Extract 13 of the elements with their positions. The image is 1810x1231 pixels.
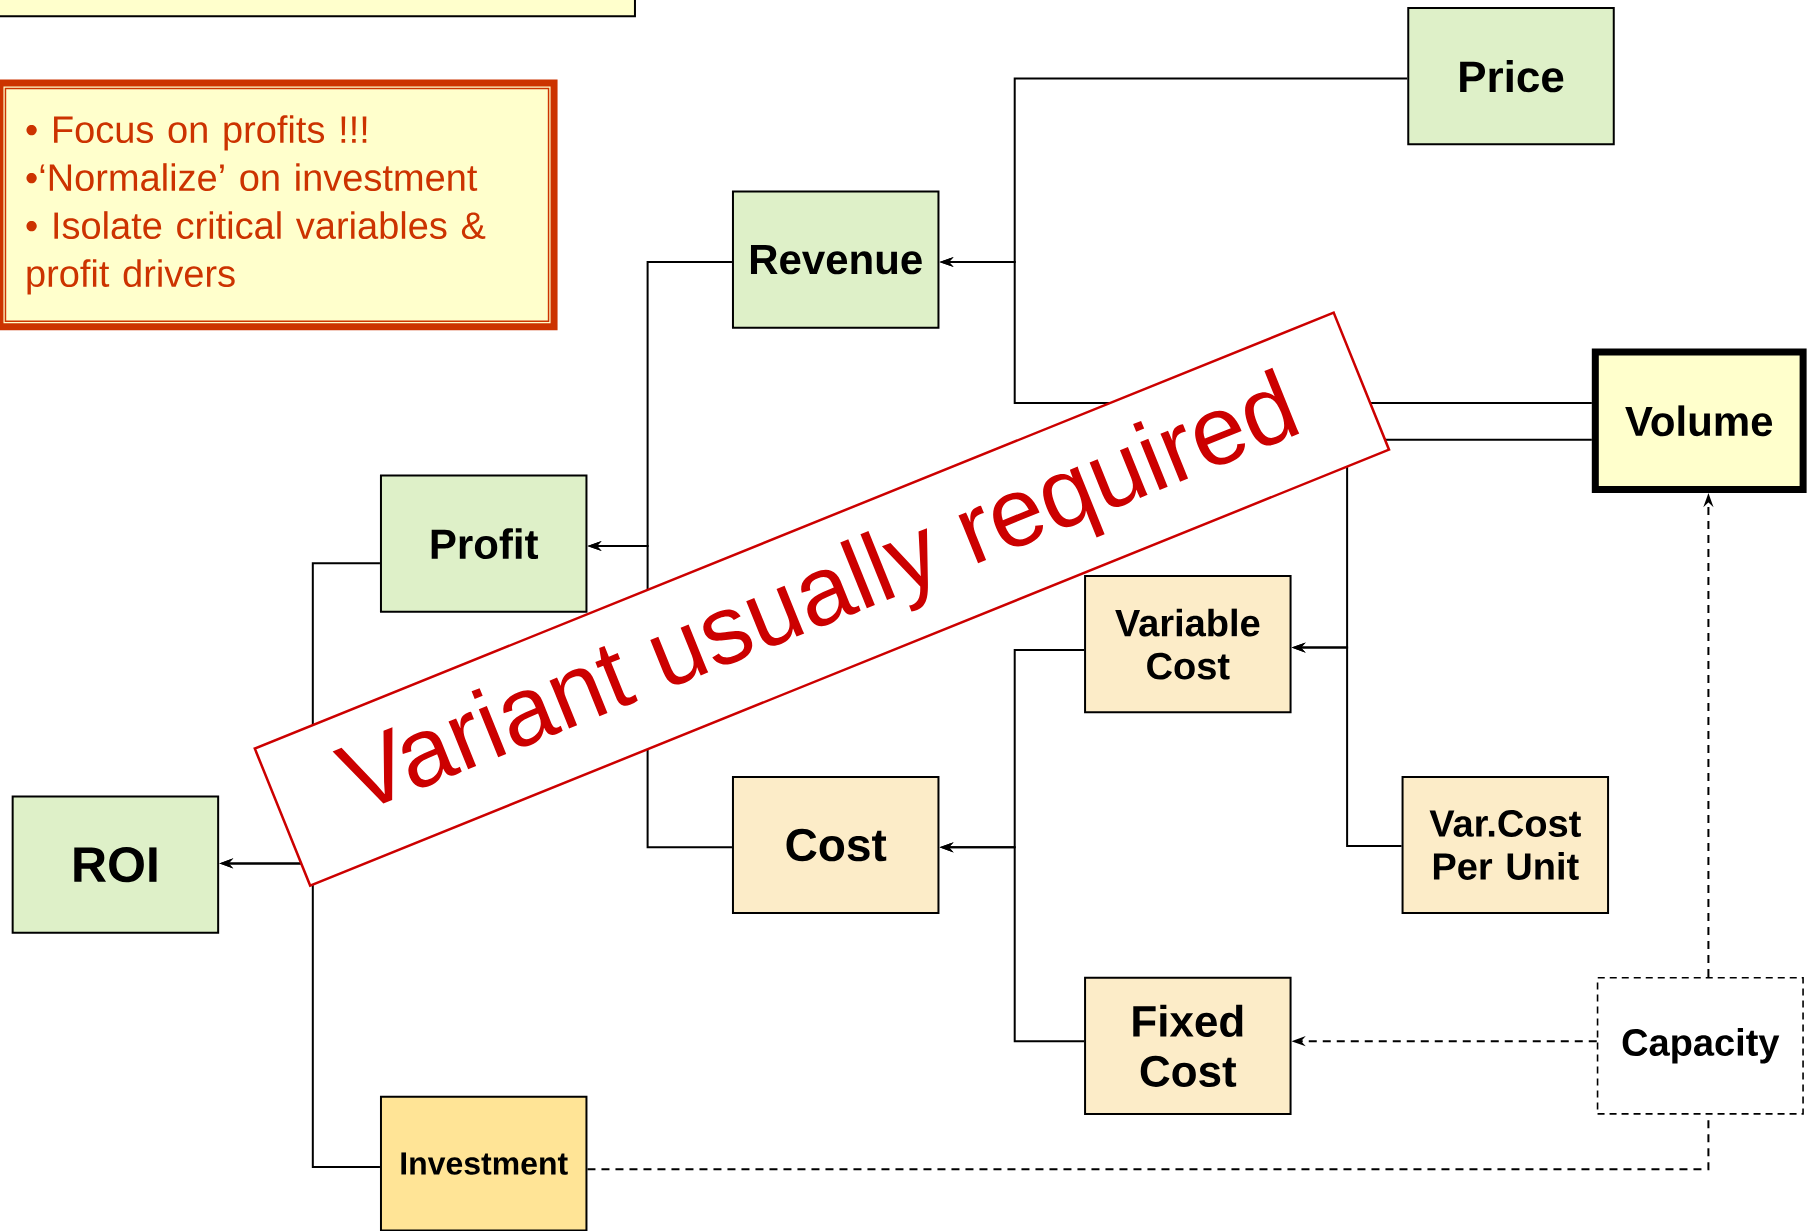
variable-box: ROI xyxy=(11,795,220,934)
variable-box: Fixed Cost xyxy=(1084,976,1292,1115)
variable-box: Investment xyxy=(379,1095,588,1231)
variable-box: Var.Cost Per Unit xyxy=(1401,775,1610,915)
note-box: • Focus on profits !!! •‘Normalize’ on investment • Isolate critical variables & profit drivers xyxy=(0,79,558,331)
variable-box: Variable Cost xyxy=(1084,575,1292,714)
variable-box: Profit xyxy=(379,474,588,613)
variable-box: Volume xyxy=(1591,348,1807,493)
note-box xyxy=(0,0,636,18)
variable-box: Revenue xyxy=(731,190,940,329)
variable-box: Price xyxy=(1407,7,1615,146)
variable-box: Cost xyxy=(731,775,940,915)
variable-box: Capacity xyxy=(1596,976,1804,1115)
